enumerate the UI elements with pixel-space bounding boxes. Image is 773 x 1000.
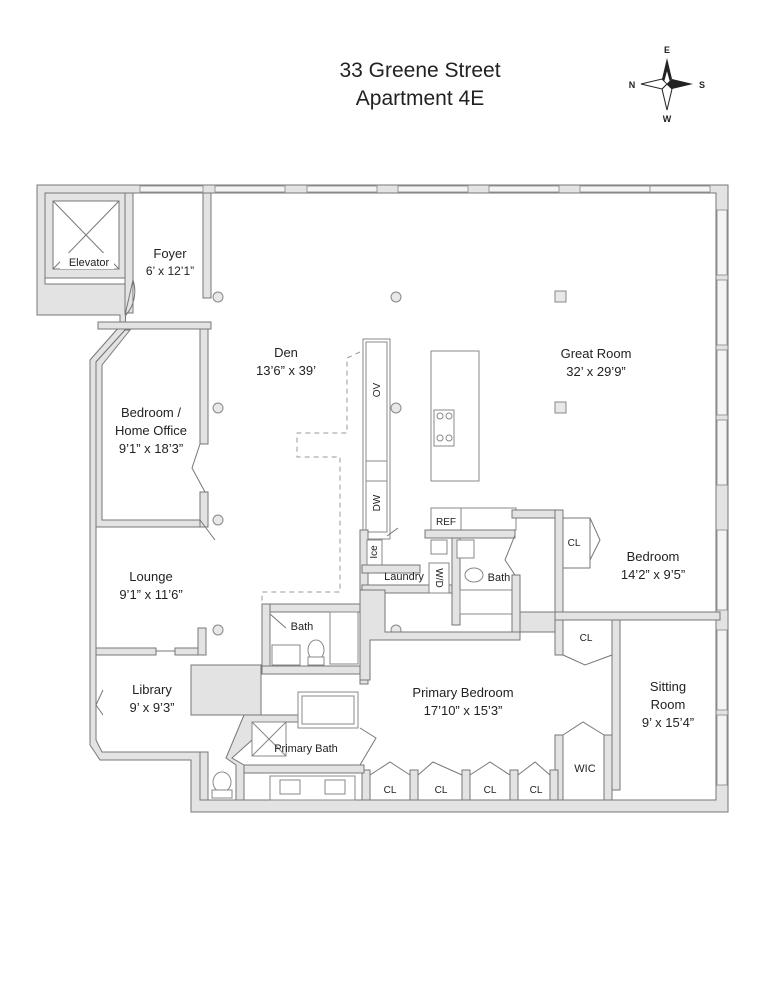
library-name: Library: [132, 682, 172, 697]
compass-rose-icon: [640, 58, 693, 111]
dishwasher-label: DW: [372, 494, 383, 511]
closet-1-label: CL: [384, 785, 397, 796]
sitting-closet-label: CL: [580, 633, 593, 644]
foyer-name: Foyer: [153, 246, 187, 261]
bedroom-closet-label: CL: [568, 538, 581, 549]
windows-right: [716, 209, 728, 786]
sitting-room-name-1: Sitting: [650, 679, 686, 694]
primary-bath-walls: [199, 691, 377, 801]
kitchen-utility-walls: [359, 507, 556, 636]
compass-east-label: E: [664, 45, 670, 55]
library-dims: 9’ x 9’3”: [129, 700, 174, 715]
den-dims: 13’6” x 39’: [256, 363, 316, 378]
structural-columns: [212, 290, 567, 636]
walk-in-closet-label: WIC: [574, 763, 595, 775]
lounge-name: Lounge: [129, 569, 172, 584]
lounge-library-walls: [95, 627, 262, 716]
bedroom-office-walls: [95, 328, 216, 541]
bedroom-name: Bedroom: [627, 549, 680, 564]
foyer-walls: [97, 192, 212, 330]
great-room-dims: 32’ x 29’9”: [566, 364, 626, 379]
bath-right-label: Bath: [488, 572, 511, 584]
primary-closets: [361, 761, 559, 801]
sitting-closet-walls: [554, 619, 621, 791]
bedroom-office-name-1: Bedroom /: [121, 405, 181, 420]
sitting-room-name-2: Room: [651, 697, 686, 712]
den-name: Den: [274, 345, 298, 360]
den-dashed-outline: [261, 351, 361, 612]
primary-bedroom-name: Primary Bedroom: [412, 685, 513, 700]
ice-maker-label: Ice: [369, 545, 380, 559]
compass-south-label: S: [699, 80, 705, 90]
sitting-room-dims: 9’ x 15’4”: [642, 715, 694, 730]
corridor-slab: [359, 589, 556, 681]
kitchen: [362, 338, 480, 540]
closet-4-label: CL: [530, 785, 543, 796]
bath-hall-label: Bath: [291, 621, 314, 633]
closet-3-label: CL: [484, 785, 497, 796]
washer-dryer-label: W/D: [433, 568, 444, 587]
foyer-dims: 6’ x 12’1”: [146, 264, 194, 278]
walk-in-closet-walls: [554, 721, 613, 801]
compass-north-label: N: [629, 80, 636, 90]
bedroom-dims: 14’2” x 9’5”: [621, 567, 685, 582]
great-room-name: Great Room: [561, 346, 632, 361]
lounge-dims: 9’1” x 11’6”: [119, 587, 182, 602]
primary-bath-label: Primary Bath: [274, 743, 338, 755]
elevator-label: Elevator: [69, 257, 110, 269]
plan-title-line2: Apartment 4E: [356, 87, 484, 110]
plan-title-line1: 33 Greene Street: [339, 59, 500, 82]
refrigerator-label: REF: [436, 517, 456, 528]
compass-west-label: W: [663, 114, 672, 124]
bedroom-office-name-2: Home Office: [115, 423, 187, 438]
oven-label: OV: [372, 382, 383, 397]
hall-bath-walls: [261, 603, 369, 685]
windows-top: [139, 185, 711, 193]
primary-bedroom-dims: 17’10” x 15’3”: [424, 703, 503, 718]
laundry-label: Laundry: [384, 571, 424, 583]
bedroom-office-dims: 9’1” x 18’3”: [119, 441, 183, 456]
closet-2-label: CL: [435, 785, 448, 796]
